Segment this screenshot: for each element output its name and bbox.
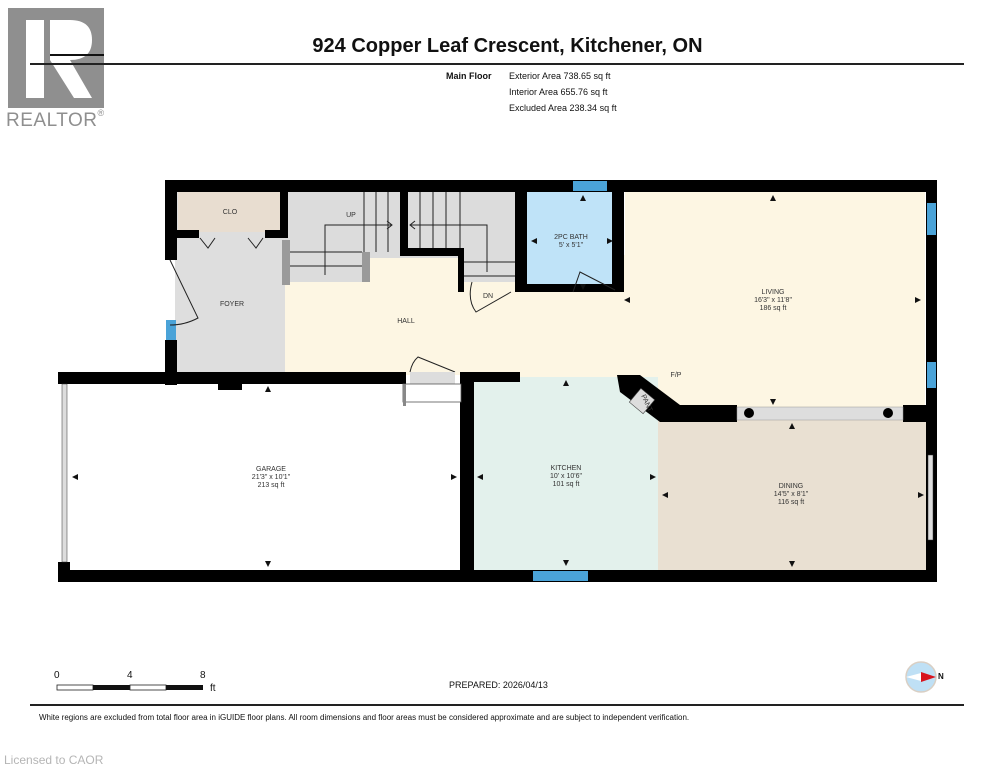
room-kitchen [473, 377, 658, 570]
realtor-r-icon [26, 20, 104, 98]
dims-living: 16'3" x 11'8" [754, 297, 792, 304]
footer-divider [30, 704, 964, 706]
dims-bath: 5' x 5'1" [559, 242, 584, 249]
scale-tick-4: 4 [127, 670, 133, 681]
floor-label: Main Floor [446, 71, 492, 81]
excluded-area: Excluded Area 238.34 sq ft [509, 103, 617, 113]
compass-north-label: N [938, 672, 944, 681]
room-dining [658, 420, 926, 570]
interior-area: Interior Area 655.76 sq ft [509, 87, 608, 97]
windows [166, 181, 936, 581]
compass-icon [905, 661, 937, 693]
prepared-date: PREPARED: 2026/04/13 [449, 680, 548, 690]
label-foyer: FOYER [220, 301, 244, 308]
label-clo: CLO [223, 209, 238, 216]
page-title: 924 Copper Leaf Crescent, Kitchener, ON [312, 35, 703, 57]
label-dining: DINING [779, 483, 804, 490]
dims-garage: 21'3" x 10'1" [252, 474, 291, 481]
exterior-area: Exterior Area 738.65 sq ft [509, 71, 611, 81]
area-garage: 213 sq ft [258, 482, 285, 489]
scale-tick-8: 8 [200, 670, 206, 681]
scale-bar [56, 684, 203, 691]
room-bath [527, 192, 617, 284]
label-dn: DN [483, 293, 493, 300]
realtor-logo [8, 8, 104, 108]
doors [169, 237, 616, 373]
label-fireplace: F/P [671, 372, 682, 379]
room-living [625, 192, 925, 407]
label-kitchen: KITCHEN [551, 465, 582, 472]
label-up: UP [346, 212, 356, 219]
pantry [628, 387, 656, 415]
label-bath: 2PC BATH [554, 234, 588, 241]
room-clo [178, 192, 282, 232]
dimension-arrows [72, 195, 924, 567]
label-garage: GARAGE [256, 466, 286, 473]
scale-tick-0: 0 [54, 670, 60, 681]
label-hall: HALL [397, 318, 415, 325]
title-divider [30, 63, 964, 65]
stairs-icon [288, 192, 515, 277]
dims-kitchen: 10' x 10'6" [550, 473, 583, 480]
area-kitchen: 101 sq ft [553, 481, 580, 488]
scale-unit: ft [210, 683, 216, 694]
disclaimer: White regions are excluded from total fl… [39, 713, 690, 722]
license-watermark: Licensed to CAOR [4, 753, 104, 767]
label-living: LIVING [762, 289, 785, 296]
area-living: 186 sq ft [760, 305, 787, 312]
dims-dining: 14'5" x 8'1" [774, 491, 809, 498]
area-dining: 116 sq ft [778, 499, 804, 506]
realtor-wordmark: REALTOR® [6, 108, 105, 131]
room-garage [68, 384, 460, 570]
